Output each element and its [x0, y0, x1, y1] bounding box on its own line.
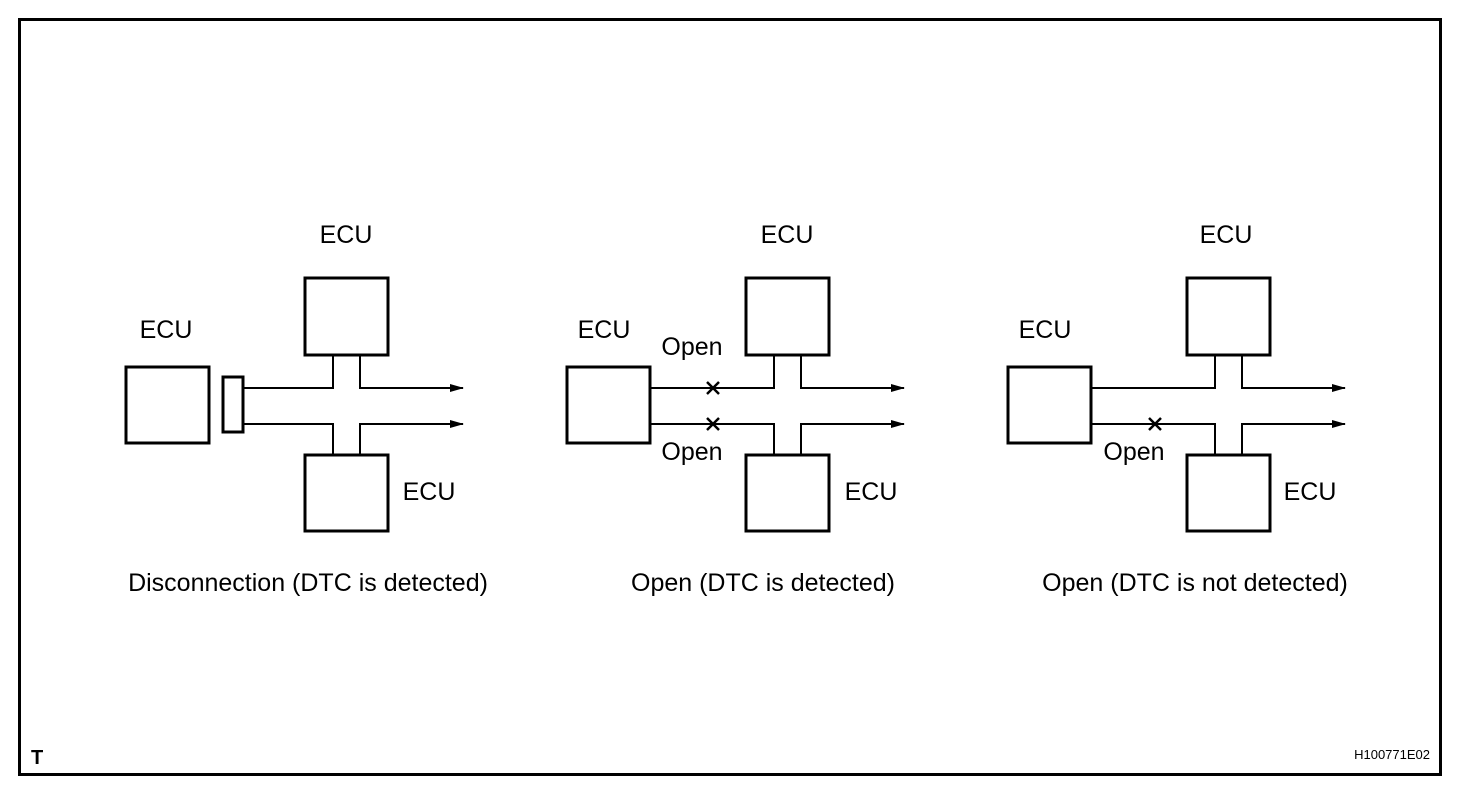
wire-low-left	[1091, 423, 1216, 455]
ecu-top-label: ECU	[761, 221, 814, 249]
ecu-top-label: ECU	[1200, 221, 1253, 249]
wire-low-right	[800, 420, 905, 455]
ecu-bottom-box	[744, 453, 831, 533]
open-mark-bottom	[1148, 417, 1162, 431]
open-label-bottom: Open	[661, 438, 722, 466]
panel-caption: Open (DTC is not detected)	[1042, 569, 1348, 597]
wire-low-left	[650, 423, 775, 455]
wire-low-left	[243, 423, 334, 455]
ecu-bottom-box	[1185, 453, 1272, 533]
ecu-left-box	[1006, 365, 1093, 445]
ecu-bottom-box	[303, 453, 390, 533]
open-mark-bottom	[706, 417, 720, 431]
wire-high-left	[243, 355, 334, 389]
open-label-top: Open	[661, 333, 722, 361]
panel-caption: Open (DTC is detected)	[631, 569, 895, 597]
panel-open-detected: ECU ECU ECU Open Open Open (DTC is detec…	[565, 221, 905, 597]
ecu-top-box	[303, 276, 390, 357]
wire-high-right	[359, 355, 464, 392]
ecu-left-box	[565, 365, 652, 445]
corner-mark: T	[31, 747, 43, 769]
ecu-left-label: ECU	[140, 316, 193, 344]
panel-open-not-detected: ECU ECU ECU Open Open (DTC is not detect…	[1006, 221, 1348, 597]
ecu-left-label: ECU	[1019, 316, 1072, 344]
ecu-top-box	[1185, 276, 1272, 357]
ecu-bottom-label: ECU	[1284, 478, 1337, 506]
open-label-bottom: Open	[1103, 438, 1164, 466]
ecu-left-label: ECU	[578, 316, 631, 344]
wire-high-left	[1091, 355, 1216, 389]
wire-high-right	[1241, 355, 1346, 392]
wire-high-right	[800, 355, 905, 392]
disconnected-connector	[221, 375, 245, 434]
ecu-bottom-label: ECU	[403, 478, 456, 506]
ecu-top-label: ECU	[320, 221, 373, 249]
ecu-bottom-label: ECU	[845, 478, 898, 506]
figure-frame	[18, 18, 1442, 776]
open-mark-top	[706, 381, 720, 395]
figure-code: H100771E02	[1354, 747, 1430, 762]
wire-high-left	[650, 355, 775, 389]
ecu-top-box	[744, 276, 831, 357]
wire-low-right	[359, 420, 464, 455]
panel-disconnection: ECU ECU ECU Disconnection (DTC is detect…	[124, 221, 488, 597]
panel-caption: Disconnection (DTC is detected)	[128, 569, 488, 597]
ecu-left-box	[124, 365, 211, 445]
wire-low-right	[1241, 420, 1346, 455]
